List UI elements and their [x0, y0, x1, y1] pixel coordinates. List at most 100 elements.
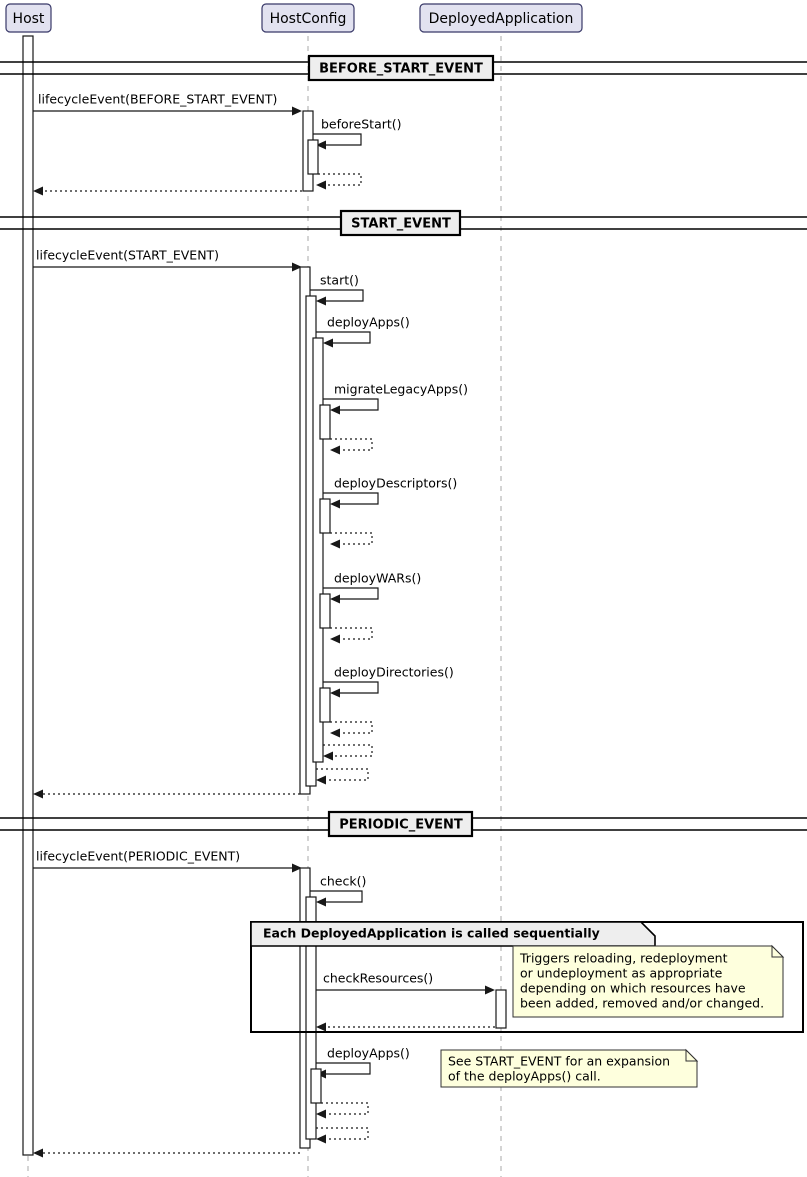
activation-hostconfig-s2-l3	[312, 337, 324, 763]
message-arrow-m25	[316, 1127, 369, 1140]
message-deploy-wars[interactable]: deployWARs()	[323, 571, 421, 604]
arrowhead-m17	[316, 775, 326, 785]
message-arrow-m20	[310, 890, 363, 903]
message-deploy-apps-periodic-return	[316, 1102, 369, 1119]
note-1-line-3: depending on which resources have	[520, 981, 746, 996]
divider-periodic-event: PERIODIC_EVENT	[0, 810, 807, 838]
participant-host-box[interactable]	[5, 3, 52, 33]
message-lifecycle-start[interactable]: lifecycleEvent(START_EVENT)	[33, 248, 302, 272]
message-label-m10: deployDescriptors()	[334, 476, 457, 491]
divider-before-start-event: BEFORE_START_EVENT	[0, 54, 807, 82]
message-label-m23: deployApps()	[327, 1046, 410, 1061]
participant-hostconfig-label: HostConfig	[270, 11, 347, 27]
message-deploy-apps-periodic[interactable]: deployApps()	[316, 1046, 410, 1079]
message-migrate-legacy-apps[interactable]: migrateLegacyApps()	[323, 382, 468, 415]
arrowhead-m4	[33, 186, 43, 196]
activation-deploy-apps-periodic	[310, 1068, 322, 1104]
arrowhead-m11	[330, 539, 340, 549]
message-arrow-m17	[316, 768, 369, 781]
participant-host-label: Host	[13, 11, 45, 27]
message-deploy-descriptors[interactable]: deployDescriptors()	[323, 476, 457, 509]
message-arrow-m13	[330, 627, 373, 640]
message-arrow-m9	[330, 438, 373, 451]
message-start-return	[316, 768, 369, 785]
message-arrow-m6	[310, 289, 364, 302]
note-2-fold	[685, 1048, 699, 1062]
activation-migrate-legacy-apps	[319, 404, 331, 440]
participant-hostconfig[interactable]: HostConfig	[261, 3, 355, 33]
participant-host[interactable]: Host	[5, 3, 52, 33]
arrowhead-m25	[316, 1134, 326, 1144]
divider-label-1: BEFORE_START_EVENT	[319, 62, 483, 77]
arrowhead-m13	[330, 634, 340, 644]
divider-box-2	[339, 209, 462, 237]
message-label-m2: beforeStart()	[321, 117, 402, 132]
arrowhead-m7	[323, 338, 333, 348]
message-before-start-return	[316, 173, 362, 190]
divider-box-3	[327, 810, 474, 838]
arrowhead-m1	[292, 106, 302, 116]
message-deploy-directories[interactable]: deployDirectories()	[323, 665, 454, 698]
activation-deploy-descriptors	[319, 498, 331, 534]
message-deploy-apps-return	[323, 744, 373, 761]
message-deploy-apps-start[interactable]: deployApps()	[316, 315, 410, 348]
message-arrow-m7	[316, 331, 371, 344]
message-arrow-m15	[330, 721, 373, 734]
message-lifecycle-periodic[interactable]: lifecycleEvent(PERIODIC_EVENT)	[33, 849, 302, 873]
activation-deploy-directories	[319, 687, 331, 723]
message-deploy-directories-return	[330, 721, 373, 738]
arrowhead-m6	[316, 296, 326, 306]
message-arrow-m16	[323, 744, 373, 757]
participant-deployedapplication-label: DeployedApplication	[429, 11, 574, 27]
message-label-m6: start()	[320, 273, 359, 288]
message-check-resources[interactable]: checkResources()	[316, 971, 495, 995]
arrowhead-m20	[316, 897, 326, 907]
note-2-line-1: See START_EVENT for an expansion	[448, 1054, 670, 1069]
message-start[interactable]: start()	[310, 273, 364, 306]
activation-deployedapplication	[495, 989, 507, 1029]
divider-label-2: START_EVENT	[351, 217, 451, 232]
note-1-line-1: Triggers reloading, redeployment	[519, 951, 728, 966]
arrowhead-m21	[485, 985, 495, 995]
participant-hostconfig-box[interactable]	[261, 3, 355, 33]
participant-deployedapplication[interactable]: DeployedApplication	[419, 3, 583, 33]
arrowhead-m8	[330, 405, 340, 415]
message-label-m20: check()	[320, 874, 366, 889]
message-label-m1: lifecycleEvent(BEFORE_START_EVENT)	[38, 92, 277, 107]
divider-start-event: START_EVENT	[0, 209, 807, 237]
message-label-m8: migrateLegacyApps()	[334, 382, 468, 397]
arrowhead-m18	[33, 789, 43, 799]
message-check-return	[316, 1127, 369, 1144]
message-arrow-m8	[323, 398, 379, 411]
activation-hostconfig-s3-l2	[305, 896, 317, 1140]
message-check[interactable]: check()	[310, 874, 366, 907]
arrowhead-m10	[330, 499, 340, 509]
message-label-m19: lifecycleEvent(PERIODIC_EVENT)	[36, 849, 240, 864]
group-header-label: Each DeployedApplication is called seque…	[263, 926, 600, 941]
message-arrow-m3	[318, 173, 362, 186]
message-lifecycle-before-start[interactable]: lifecycleEvent(BEFORE_START_EVENT)	[33, 92, 302, 116]
arrowhead-m16	[323, 751, 333, 761]
message-label-m21: checkResources()	[323, 971, 433, 986]
activation-host	[22, 35, 34, 1156]
note-check-resources: Triggers reloading, redeployment or unde…	[512, 944, 785, 1018]
arrowhead-m2	[316, 140, 326, 150]
message-arrow-m24	[321, 1102, 369, 1115]
arrowhead-m12	[330, 594, 340, 604]
message-before-start[interactable]: beforeStart()	[313, 117, 402, 150]
arrowhead-m24	[316, 1109, 326, 1119]
message-deploy-wars-return	[330, 627, 373, 644]
divider-box-1	[307, 54, 495, 82]
message-lifecycle-start-return	[33, 789, 300, 799]
participant-deployedapplication-box[interactable]	[419, 3, 583, 33]
arrowhead-m19	[292, 863, 302, 873]
message-check-resources-return	[316, 1022, 495, 1032]
message-arrow-m12	[323, 587, 379, 600]
lifelines	[27, 36, 502, 1177]
group-loop-deployed-application: Each DeployedApplication is called seque…	[250, 921, 804, 1033]
divider-label-3: PERIODIC_EVENT	[339, 818, 463, 833]
arrowhead-m15	[330, 728, 340, 738]
message-lifecycle-periodic-return	[33, 1148, 300, 1158]
